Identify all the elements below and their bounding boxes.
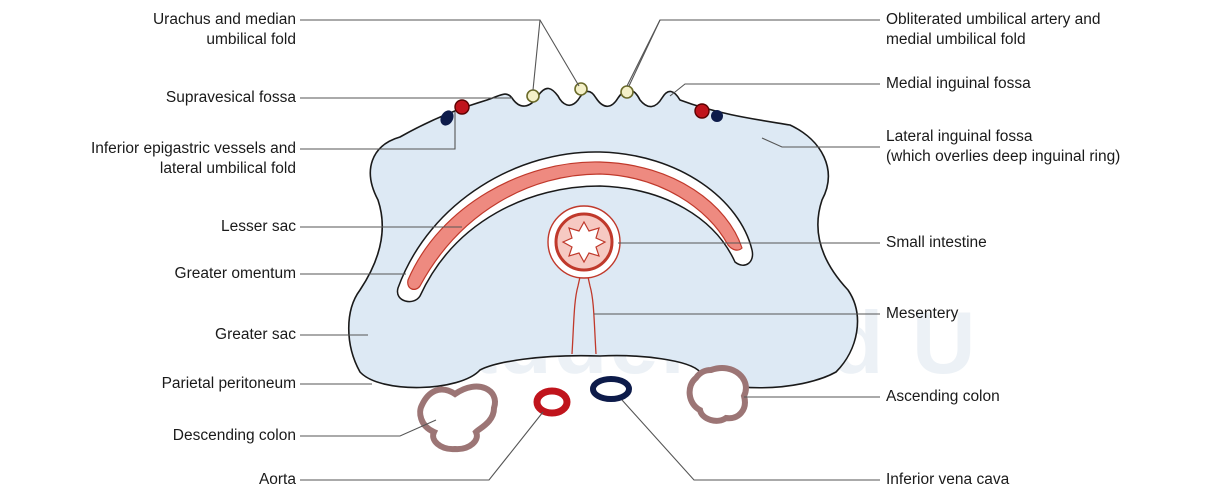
label-inferior-vena-cava: Inferior vena cava bbox=[886, 470, 1009, 490]
leader-urachus-branch bbox=[533, 20, 540, 90]
label-medial-inguinal-fossa: Medial inguinal fossa bbox=[886, 74, 1031, 94]
ascending-colon bbox=[690, 368, 746, 421]
umbilical-artery-right bbox=[621, 86, 633, 98]
umbilical-artery-left bbox=[575, 83, 587, 95]
leader-descending bbox=[300, 420, 436, 436]
label-small-intestine: Small intestine bbox=[886, 233, 987, 253]
label-lateral-inguinal-fossa: Lateral inguinal fossa(which overlies de… bbox=[886, 127, 1120, 167]
label-ascending-colon: Ascending colon bbox=[886, 387, 1000, 407]
label-parietal-peritoneum: Parietal peritoneum bbox=[162, 374, 296, 394]
ivc-vessel bbox=[593, 379, 629, 399]
aorta-vessel bbox=[537, 391, 567, 413]
label-mesentery: Mesentery bbox=[886, 304, 958, 324]
urachus-vessel bbox=[527, 90, 539, 102]
label-greater-sac: Greater sac bbox=[215, 325, 296, 345]
label-greater-omentum: Greater omentum bbox=[175, 264, 296, 284]
right-epigastric-vein bbox=[711, 110, 723, 122]
label-supravesical-fossa: Supravesical fossa bbox=[166, 88, 296, 108]
right-epigastric-artery bbox=[695, 104, 709, 118]
small-intestine-lumen bbox=[563, 222, 605, 262]
leader-ivc bbox=[622, 400, 880, 480]
leader-obliterated bbox=[629, 20, 880, 86]
left-epigastric-artery bbox=[455, 100, 469, 114]
descending-colon bbox=[420, 387, 495, 450]
label-descending-colon: Descending colon bbox=[173, 426, 296, 446]
leader-medial-inguinal bbox=[670, 84, 880, 96]
label-aorta: Aorta bbox=[259, 470, 296, 490]
leader-obliterated-branch bbox=[627, 20, 660, 86]
label-lesser-sac: Lesser sac bbox=[221, 217, 296, 237]
